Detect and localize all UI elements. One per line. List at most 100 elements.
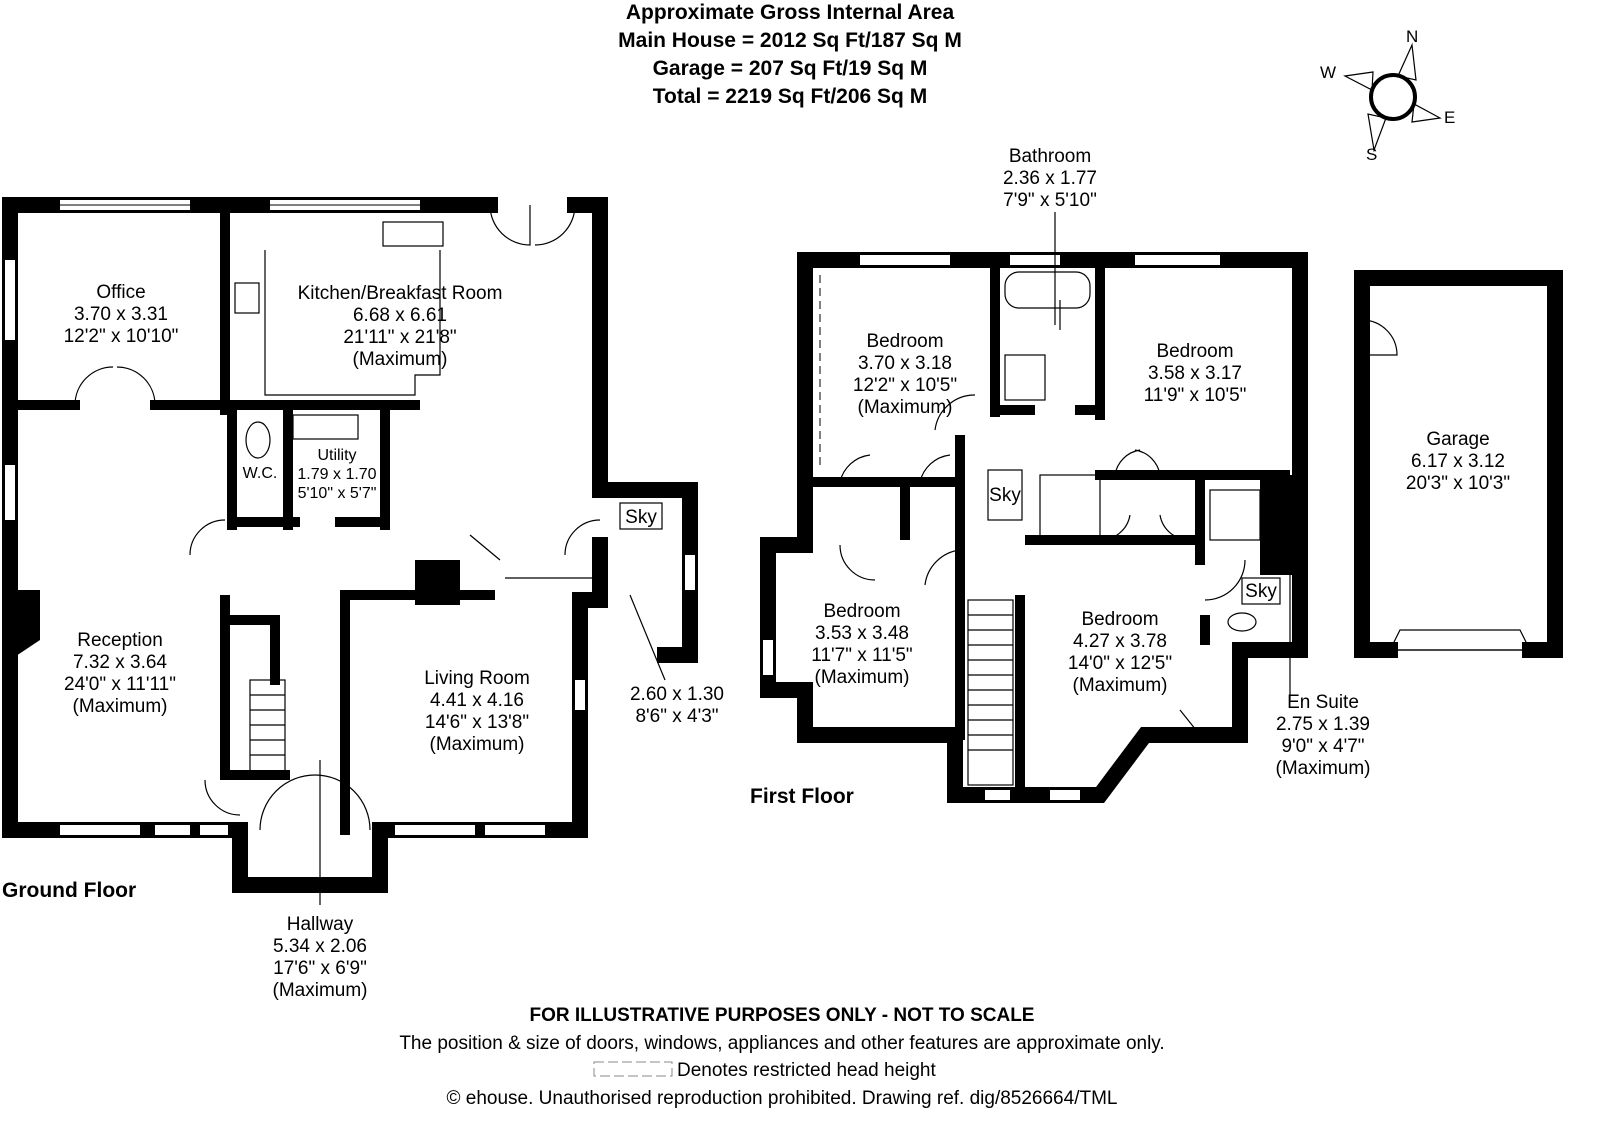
room-label-text: 4.27 x 3.78 xyxy=(1073,631,1167,652)
room-label-text: Hallway xyxy=(287,914,354,935)
room-label-text: En Suite xyxy=(1287,692,1359,713)
compass-s: S xyxy=(1366,145,1377,164)
room-label-text: Sky xyxy=(625,507,657,528)
main-house-area: Main House = 2012 Sq Ft/187 Sq M xyxy=(618,29,962,52)
room-porch: 2.60 x 1.30 8'6" x 4'3" xyxy=(630,684,724,727)
room-label-text: Reception xyxy=(77,630,163,651)
footer-note: The position & size of doors, windows, a… xyxy=(399,1033,1164,1054)
skylight-icon: Sky xyxy=(619,502,663,530)
first-floor-label: First Floor xyxy=(750,785,854,808)
basin-icon xyxy=(1227,612,1257,632)
room-label-text: (Maximum) xyxy=(1073,675,1168,696)
kitchen-island-icon xyxy=(264,250,441,396)
room-metric: 3.70 x 3.31 xyxy=(74,304,168,325)
room-hallway: Hallway 5.34 x 2.06 17'6" x 6'9" (Maximu… xyxy=(273,760,368,1001)
room-office: Office 3.70 x 3.31 12'2" x 10'10" xyxy=(64,282,179,347)
room-label-text: 3.58 x 3.17 xyxy=(1148,363,1242,384)
compass-w: W xyxy=(1320,63,1336,82)
room-label-text: 14'6" x 13'8" xyxy=(425,712,529,733)
room-label-text: Garage xyxy=(1426,429,1489,450)
room-garage: Garage 6.17 x 3.12 20'3" x 10'3" xyxy=(1406,429,1510,494)
sink-icon xyxy=(382,221,444,247)
room-label-text: Utility xyxy=(317,447,356,464)
room-label-text: Bedroom xyxy=(1156,341,1233,362)
room-label-text: Living Room xyxy=(424,668,530,689)
room-label-text: (Maximum) xyxy=(273,980,368,1001)
room-utility: Utility 1.79 x 1.70 5'10" x 5'7" xyxy=(297,447,376,502)
toilet-icon xyxy=(245,421,271,459)
room-label-text: (Maximum) xyxy=(858,397,953,418)
area-summary: Approximate Gross Internal Area Main Hou… xyxy=(618,1,962,108)
area-title: Approximate Gross Internal Area xyxy=(626,1,955,24)
room-reception: Reception 7.32 x 3.64 24'0" x 11'11" (Ma… xyxy=(64,630,176,717)
room-label-text: 11'7" x 11'5" xyxy=(811,645,912,666)
copyright: © ehouse. Unauthorised reproduction proh… xyxy=(447,1088,1118,1109)
room-imperial: 12'2" x 10'10" xyxy=(64,326,179,347)
room-label-text: Bedroom xyxy=(1081,609,1158,630)
room-label-text: 3.70 x 3.18 xyxy=(858,353,952,374)
room-label-text: 6.68 x 6.61 xyxy=(353,305,447,326)
ensuite-shower-icon xyxy=(1209,489,1261,541)
total-area: Total = 2219 Sq Ft/206 Sq M xyxy=(653,85,927,108)
room-label-text: 3.53 x 3.48 xyxy=(815,623,909,644)
compass-n: N xyxy=(1406,27,1418,46)
room-bedroom-3: Bedroom 3.53 x 3.48 11'7" x 11'5" (Maxim… xyxy=(811,601,912,688)
utility-sink-icon xyxy=(292,414,359,440)
skylight-icon: Sky xyxy=(987,469,1023,521)
garage-area: Garage = 207 Sq Ft/19 Sq M xyxy=(653,57,928,80)
room-label-text: 8'6" x 4'3" xyxy=(635,706,718,727)
room-name: Office xyxy=(96,282,145,303)
room-label-text: Sky xyxy=(1245,581,1277,602)
room-label-text: Bedroom xyxy=(866,331,943,352)
room-label-text: Bathroom xyxy=(1009,146,1091,167)
room-bedroom-1: Bedroom 3.70 x 3.18 12'2" x 10'5" (Maxim… xyxy=(853,331,957,418)
room-label-text: 1.79 x 1.70 xyxy=(297,466,376,483)
room-label-text: 24'0" x 11'11" xyxy=(64,674,176,695)
skylight-icon: Sky xyxy=(1241,577,1281,605)
room-living-room: Living Room 4.41 x 4.16 14'6" x 13'8" (M… xyxy=(424,668,530,755)
room-label-text: 20'3" x 10'3" xyxy=(1406,473,1510,494)
room-label-text: 9'0" x 4'7" xyxy=(1281,736,1364,757)
first-floor-walls xyxy=(760,252,1308,803)
room-label-text: 6.17 x 3.12 xyxy=(1411,451,1505,472)
room-label-text: 2.36 x 1.77 xyxy=(1003,168,1097,189)
room-label-text: 4.41 x 4.16 xyxy=(430,690,524,711)
hob-icon xyxy=(234,282,260,314)
room-label-text: Sky xyxy=(989,485,1021,506)
room-label-text: (Maximum) xyxy=(353,349,448,370)
room-label-text: W.C. xyxy=(243,465,278,482)
ground-floor-walls xyxy=(2,197,698,893)
compass-e: E xyxy=(1444,108,1455,127)
room-label-text: Bedroom xyxy=(823,601,900,622)
room-kitchen: Kitchen/Breakfast Room 6.68 x 6.61 21'11… xyxy=(298,283,503,370)
room-label-text: 11'9" x 10'5" xyxy=(1144,385,1247,406)
room-label-text: (Maximum) xyxy=(430,734,525,755)
room-label-text: (Maximum) xyxy=(1276,758,1371,779)
disclaimer: FOR ILLUSTRATIVE PURPOSES ONLY - NOT TO … xyxy=(530,1005,1035,1026)
room-label-text: 7.32 x 3.64 xyxy=(73,652,167,673)
room-label-text: 17'6" x 6'9" xyxy=(273,958,367,979)
room-bathroom: Bathroom 2.36 x 1.77 7'9" x 5'10" xyxy=(1003,146,1097,325)
compass-icon: N E S W xyxy=(1320,27,1455,164)
room-label-text: 2.75 x 1.39 xyxy=(1276,714,1370,735)
bath-icon xyxy=(1004,271,1091,309)
legend-text: Denotes restricted head height xyxy=(677,1060,936,1081)
room-label-text: Kitchen/Breakfast Room xyxy=(298,283,503,304)
room-label-text: 21'11" x 21'8" xyxy=(343,327,456,348)
room-en-suite: En Suite 2.75 x 1.39 9'0" x 4'7" (Maximu… xyxy=(1276,692,1371,779)
restricted-height-legend-icon xyxy=(593,1061,673,1077)
footer: FOR ILLUSTRATIVE PURPOSES ONLY - NOT TO … xyxy=(399,1005,1164,1109)
garage-walls xyxy=(1354,270,1563,658)
room-label-text: 12'2" x 10'5" xyxy=(853,375,957,396)
room-label-text: 14'0" x 12'5" xyxy=(1068,653,1172,674)
room-label-text: 2.60 x 1.30 xyxy=(630,684,724,705)
room-label-text: 7'9" x 5'10" xyxy=(1003,190,1097,211)
room-label-text: 5.34 x 2.06 xyxy=(273,936,367,957)
room-label-text: 5'10" x 5'7" xyxy=(298,485,377,502)
room-label-text: (Maximum) xyxy=(73,696,168,717)
room-wc: W.C. xyxy=(243,465,278,482)
room-bedroom-4: Bedroom 4.27 x 3.78 14'0" x 12'5" (Maxim… xyxy=(1068,609,1172,696)
ground-floor-label: Ground Floor xyxy=(2,879,136,902)
room-bedroom-2: Bedroom 3.58 x 3.17 11'9" x 10'5" xyxy=(1144,341,1247,406)
